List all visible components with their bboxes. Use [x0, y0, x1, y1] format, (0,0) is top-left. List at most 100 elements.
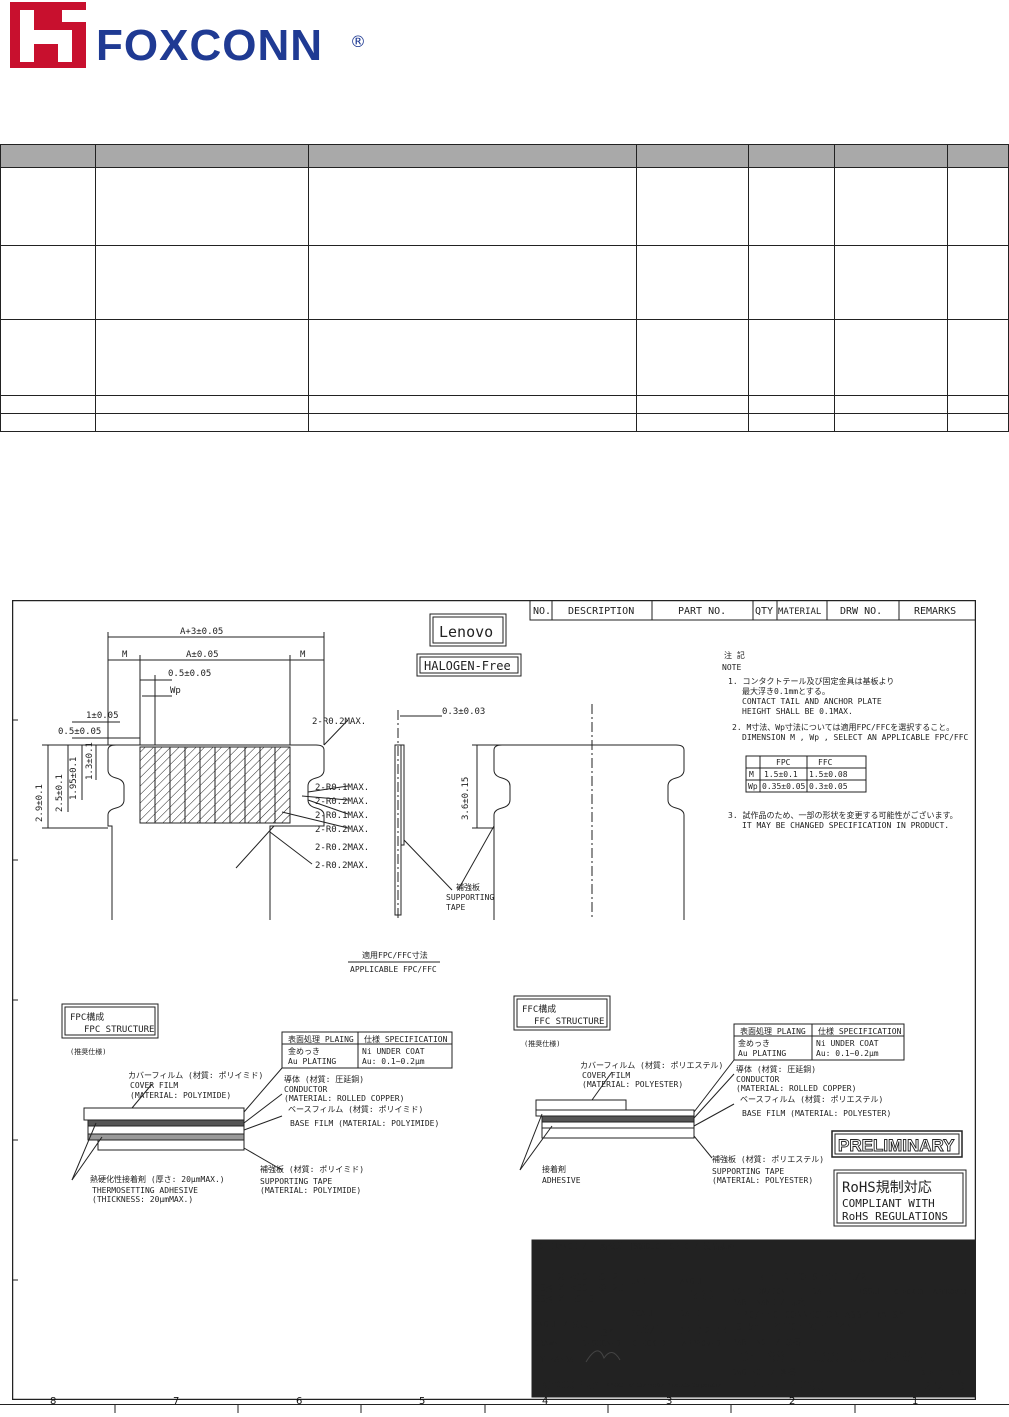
svg-text:ADHESIVE: ADHESIVE	[542, 1176, 581, 1185]
svg-text:COVER FILM: COVER FILM	[130, 1081, 178, 1090]
supporting-tape-callout: 補強板 SUPPORTING TAPE	[446, 882, 494, 912]
svg-text:2-R0.2MAX.: 2-R0.2MAX.	[315, 843, 369, 853]
svg-text:SUPPORTING TAPE: SUPPORTING TAPE	[712, 1167, 784, 1176]
svg-text:0.5±0.05: 0.5±0.05	[168, 669, 211, 679]
svg-text:Ni UNDER COAT: Ni UNDER COAT	[362, 1047, 425, 1056]
col-no: NO.	[533, 606, 551, 617]
svg-text:TAPE: TAPE	[446, 903, 465, 912]
svg-text:Y.MANBA: Y.MANBA	[540, 1355, 574, 1364]
foxconn-logo-mark-icon	[10, 2, 86, 68]
table-row	[0, 413, 1009, 432]
svg-text:RoHS規制対応: RoHS規制対応	[842, 1180, 932, 1196]
column-label: 1	[912, 1396, 919, 1407]
svg-text:(MATERIAL: POLYESTER): (MATERIAL: POLYESTER)	[582, 1080, 683, 1089]
svg-text:CONDUCTOR: CONDUCTOR	[736, 1075, 780, 1084]
svg-text:接着剤: 接着剤	[542, 1164, 566, 1174]
svg-text:Wp: Wp	[170, 686, 181, 696]
svg-text:CONDUCTOR: CONDUCTOR	[284, 1085, 328, 1094]
svg-text:2/2: 2/2	[924, 1380, 944, 1393]
lenovo-label: Lenovo	[429, 613, 507, 647]
svg-text:mm: mm	[644, 1289, 660, 1304]
ffc-structure: FFC構成 FFC STRUCTURE (推奨仕様) 表面処理 PLAING 仕…	[513, 995, 905, 1185]
svg-text:最大浮き0.1mmとする。: 最大浮き0.1mmとする。	[742, 686, 830, 696]
svg-text:カバーフィルム (材質: ポリイミド): カバーフィルム (材質: ポリイミド)	[128, 1070, 263, 1080]
svg-text:COVER FILM: COVER FILM	[582, 1071, 630, 1080]
designer-signature	[585, 1350, 621, 1363]
svg-text:金めっき: 金めっき	[738, 1038, 770, 1048]
svg-text:表面処理 PLAING: 表面処理 PLAING	[288, 1034, 354, 1044]
svg-text:Lenovo: Lenovo	[439, 623, 493, 641]
svg-text:APPLICABLE FPC/FFC: APPLICABLE FPC/FFC	[350, 965, 437, 974]
svg-text:DIMENSION M , Wp , SELECT AN A: DIMENSION M , Wp , SELECT AN APPLICABLE …	[742, 733, 969, 742]
svg-text:DWG NO. / 図番: DWG NO. / 図番	[732, 1367, 796, 1377]
column-label: 8	[50, 1396, 57, 1407]
svg-text:M: M	[749, 770, 754, 779]
svg-text:注 記: 注 記	[724, 650, 745, 660]
svg-text:(MATERIAL: POLYIMIDE): (MATERIAL: POLYIMIDE)	[260, 1186, 361, 1195]
svg-text:適用FPC/FFC寸法: 適用FPC/FFC寸法	[362, 950, 428, 960]
svg-text:PART NAME / 品名: PART NAME / 品名	[732, 1297, 806, 1307]
svg-text:2-R0.2MAX.: 2-R0.2MAX.	[312, 717, 366, 727]
svg-text:REFER TO SHEET 1/2: REFER TO SHEET 1/2	[758, 1272, 866, 1283]
svg-text:DESIGNED: DESIGNED	[582, 1339, 621, 1348]
svg-text:APPROVED: APPROVED	[933, 1288, 967, 1296]
svg-text:KYOCERA: KYOCERA	[540, 1378, 600, 1392]
svg-text:0.3±0.03: 0.3±0.03	[442, 707, 485, 717]
svg-text:(MATERIAL: ROLLED COPPER): (MATERIAL: ROLLED COPPER)	[736, 1084, 856, 1093]
svg-text:ANGLE: ANGLE	[680, 1277, 704, 1286]
svg-text:(MATERIAL: POLYESTER): (MATERIAL: POLYESTER)	[712, 1176, 813, 1185]
svg-text:PRODUCT SPEC / 製品規格: PRODUCT SPEC / 製品規格	[631, 1241, 735, 1251]
svg-text:UNIT: UNIT	[631, 1277, 650, 1286]
svg-text:0: 0	[958, 1380, 965, 1393]
preliminary-stamp: PRELIMINARY	[831, 1130, 963, 1158]
svg-text:CHECKED: CHECKED	[632, 1339, 666, 1348]
svg-text:THERMOSETTING ADHESIVE: THERMOSETTING ADHESIVE	[92, 1186, 198, 1195]
svg-text:FPC構成: FPC構成	[70, 1011, 104, 1023]
column-label: 3	[666, 1396, 673, 1407]
svg-text:COMPLIANT WITH: COMPLIANT WITH	[842, 1197, 935, 1210]
svg-text:10/1: 10/1	[636, 1323, 663, 1336]
svg-text:(推奨仕様): (推奨仕様)	[70, 1047, 106, 1056]
svg-text:2.5±0.1: 2.5±0.1	[55, 774, 65, 812]
svg-text:熱硬化性接着剤 (厚さ: 20μmMAX.): 熱硬化性接着剤 (厚さ: 20μmMAX.)	[90, 1174, 225, 1184]
table-row	[0, 319, 1009, 396]
svg-text:仕様 SPECIFICATION: 仕様 SPECIFICATION	[364, 1034, 448, 1044]
svg-text:Wp: Wp	[748, 782, 758, 791]
svg-text:0.5mm PITCH ZIF TYPE: 0.5mm PITCH ZIF TYPE	[736, 1322, 856, 1333]
svg-text:Au: 0.1~0.2μm: Au: 0.1~0.2μm	[362, 1057, 425, 1066]
column-label: 6	[296, 1396, 303, 1407]
column-label: 5	[419, 1396, 426, 1407]
fpc-outline-view	[457, 704, 685, 920]
svg-text:DRAWN: DRAWN	[534, 1339, 558, 1348]
revision-table	[0, 144, 1009, 432]
svg-text:X <10 ±0.2: X <10 ±0.2	[558, 1272, 618, 1283]
foxconn-logo: FOXCONN ®	[10, 2, 370, 70]
svg-text:PART NO. / 品番: PART NO. / 品番	[732, 1337, 801, 1347]
svg-text:1±0.05: 1±0.05	[86, 711, 119, 721]
svg-text:IT MAY BE CHANGED SPECIFICATIO: IT MAY BE CHANGED SPECIFICATION IN PRODU…	[742, 821, 949, 830]
svg-text:FFC: FFC	[818, 758, 833, 767]
svg-text:NOTE: NOTE	[722, 663, 741, 672]
svg-text:(MATERIAL: ROLLED COPPER): (MATERIAL: ROLLED COPPER)	[284, 1094, 404, 1103]
col-qty: QTY	[755, 606, 773, 617]
applicable-fpc-label: 適用FPC/FFC寸法 APPLICABLE FPC/FFC	[348, 950, 440, 974]
svg-text:FPC STRUCTURE: FPC STRUCTURE	[84, 1025, 154, 1035]
svg-text:SUPPORTING: SUPPORTING	[446, 893, 494, 902]
svg-text:Au: 0.1~0.2μm: Au: 0.1~0.2μm	[816, 1049, 879, 1058]
svg-text:ベースフィルム (材質: ポリイミド): ベースフィルム (材質: ポリイミド)	[288, 1104, 423, 1114]
svg-text:ベースフィルム (材質: ポリエステル): ベースフィルム (材質: ポリエステル)	[740, 1094, 883, 1104]
svg-text:1. コンタクトテール及び固定金具は基板より: 1. コンタクトテール及び固定金具は基板より	[728, 676, 894, 686]
column-label: 7	[173, 1396, 180, 1407]
col-part-no: PART NO.	[678, 606, 726, 617]
fpc-ffc-dimension-table: FPC FFC M 1.5±0.1 1.5±0.08 Wp 0.35±0.05 …	[745, 755, 867, 793]
svg-text:DATE: DATE	[680, 1309, 699, 1318]
svg-text:M: M	[300, 650, 306, 660]
svg-text:RoHS REGULATIONS: RoHS REGULATIONS	[842, 1210, 948, 1223]
svg-text:TOLERANCE / 一般公差 (S): TOLERANCE / 一般公差 (S)	[534, 1241, 643, 1251]
svg-text:APPROVED: APPROVED	[682, 1339, 721, 1348]
svg-text:Au PLATING: Au PLATING	[288, 1057, 336, 1066]
halogen-free-label: HALOGEN-Free	[416, 653, 522, 677]
col-drw-no: DRW NO.	[840, 606, 882, 617]
svg-text:導体 (材質: 圧延銅): 導体 (材質: 圧延銅)	[284, 1074, 364, 1084]
svg-text:0.3±0.05: 0.3±0.05	[809, 782, 848, 791]
